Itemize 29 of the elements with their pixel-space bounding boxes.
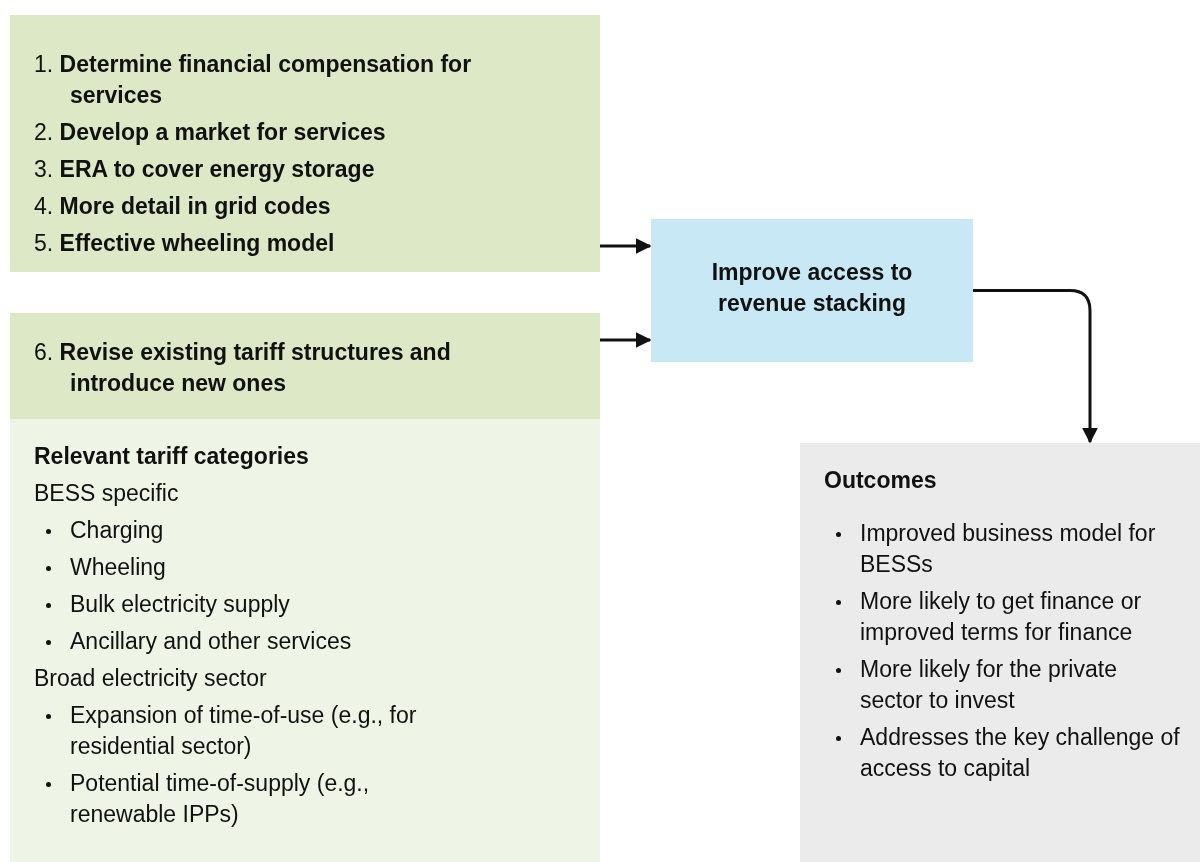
- process-box: [651, 219, 973, 362]
- text-panel: [10, 313, 600, 419]
- bullet-item: Addresses the key challenge of access to capital: [824, 722, 1180, 784]
- numbered-item: 1. Determine financial compensation for services: [34, 50, 473, 110]
- bullet-item: Improved business model for BESSs: [824, 518, 1180, 580]
- arrow: [600, 332, 652, 348]
- bullet-item: Ancillary and other services: [34, 626, 450, 657]
- bullet-item: Potential time-of-supply (e.g., renewable IPPs): [34, 768, 450, 830]
- numbered-item: 3. ERA to cover energy storage: [34, 155, 376, 184]
- panel-heading: Relevant tariff categories: [34, 442, 310, 471]
- bullet-item: Charging: [34, 515, 450, 546]
- panel-heading: Outcomes: [824, 466, 938, 495]
- numbered-item: 6. Revise existing tariff structures and introduce new ones: [34, 338, 452, 398]
- subheading: BESS specific: [34, 479, 180, 508]
- arrow: [973, 289, 1098, 444]
- text-panel: [10, 419, 600, 862]
- bullet-item: Wheeling: [34, 552, 450, 583]
- numbered-item: 5. Effective wheeling model: [34, 229, 336, 258]
- bullet-item: Expansion of time-of-use (e.g., for residential sector): [34, 700, 450, 762]
- text-panel: [800, 443, 1200, 862]
- box-label: Improve access to revenue stacking: [710, 257, 914, 318]
- bullet-item: More likely to get finance or improved terms for finance: [824, 586, 1180, 648]
- bullet-item: Bulk electricity supply: [34, 589, 450, 620]
- numbered-item: 4. More detail in grid codes: [34, 192, 332, 221]
- text-panel: [10, 15, 600, 272]
- numbered-item: 2. Develop a market for services: [34, 118, 387, 147]
- bullet-item: More likely for the private sector to invest: [824, 654, 1180, 716]
- arrow: [600, 238, 652, 254]
- subheading: Broad electricity sector: [34, 664, 268, 693]
